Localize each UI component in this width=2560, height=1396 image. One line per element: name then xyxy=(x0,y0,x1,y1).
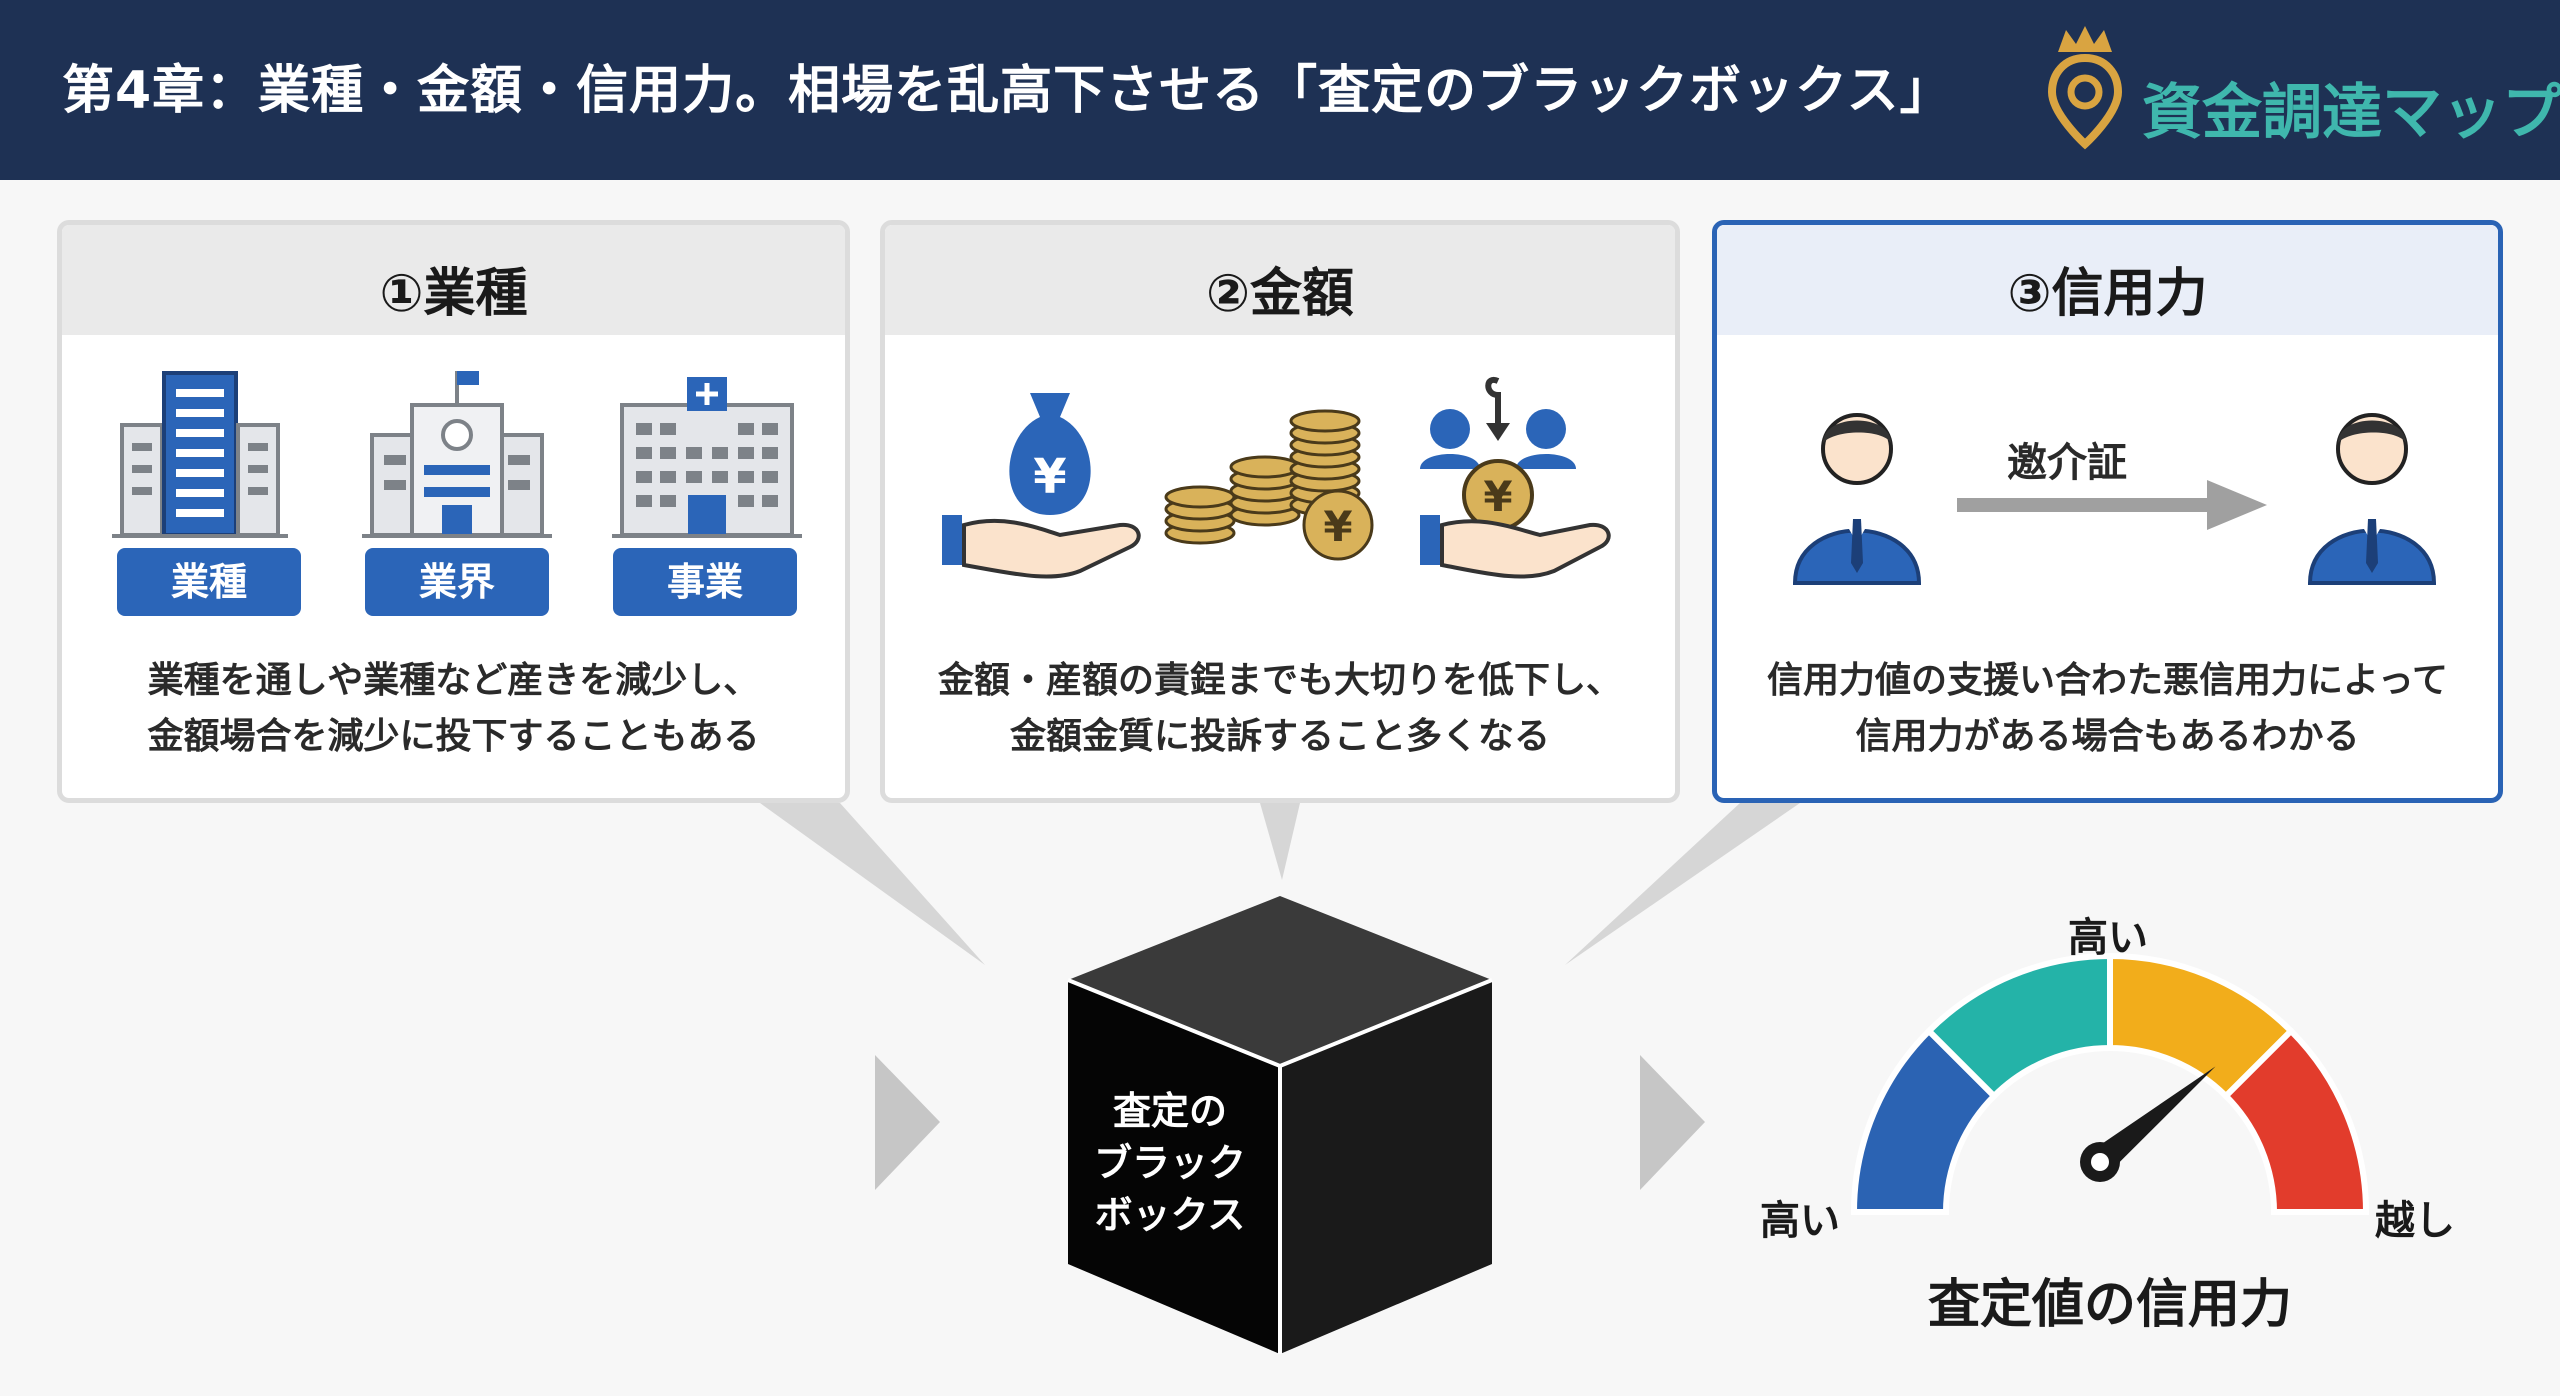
gauge-segment xyxy=(2221,1026,2370,1215)
tag-sector: 業界 xyxy=(365,548,549,616)
black-box-line: 査定の xyxy=(1112,1089,1227,1133)
card-header: ②金額 xyxy=(885,225,1675,335)
gauge-right-label: 越し xyxy=(2375,1198,2455,1244)
gauge-left-label: 高い xyxy=(1760,1198,1840,1244)
chevron-right-icon xyxy=(1640,1055,1705,1190)
credit-gauge xyxy=(1850,952,2370,1215)
gauge-hub-center xyxy=(2091,1153,2109,1171)
gauge-needle xyxy=(2091,1066,2216,1173)
person-icon xyxy=(2307,413,2437,585)
tag-industry: 業種 xyxy=(117,548,301,616)
black-box-line: ブラック xyxy=(1093,1141,1246,1185)
gauge-title: 査定値の信用力 xyxy=(1927,1275,2292,1335)
card-header: ③信用力 xyxy=(1717,225,2498,335)
brand-logo: 資金調達マップ xyxy=(2040,20,2560,160)
black-box-line: ボックス xyxy=(1094,1193,1246,1237)
card-credit: ③信用力 邀介証 信用力値の支援い合わた悪信用力によって 信用力がある場合もある… xyxy=(1712,220,2503,803)
svg-text:¥: ¥ xyxy=(1483,472,1512,521)
money-bag-icon: ¥ xyxy=(942,393,1141,579)
card-description: 業種を通しや業種など産きを減少し、 金額場合を減少に投下することもある xyxy=(147,660,760,757)
card-description: 信用力値の支援い合わた悪信用力によって 信用力がある場合もあるわかる xyxy=(1766,660,2449,757)
header-bar: 第4章：業種・金額・信用力。相場を乱高下させる「査定のブラックボックス」 資金調… xyxy=(0,0,2560,180)
svg-text:¥: ¥ xyxy=(1033,449,1066,505)
tag-business: 事業 xyxy=(613,548,797,616)
buildings-icon xyxy=(112,371,802,538)
gauge-top-label: 高い xyxy=(2068,915,2148,961)
page-title: 第4章：業種・金額・信用力。相場を乱高下させる「査定のブラックボックス」 xyxy=(62,61,1953,121)
money-icons: ¥ ¥ ¥ xyxy=(942,376,1611,579)
people-coin-icon: ¥ xyxy=(1420,376,1611,579)
arrow-label: 邀介証 xyxy=(2007,440,2127,486)
card-title: ③信用力 xyxy=(2007,264,2208,324)
brand-name: 資金調達マップ xyxy=(2142,78,2560,148)
chevron-right-icon xyxy=(875,1055,940,1190)
card-industry: ①業種 業種 業界 事業 業種を通しや業種など産きを減少し、 xyxy=(57,220,850,803)
card-title: ②金額 xyxy=(1205,264,1355,324)
arrow-right-icon xyxy=(1957,480,2267,530)
black-box-cube xyxy=(1067,896,1493,1354)
card-header: ①業種 xyxy=(62,225,845,335)
card-title: ①業種 xyxy=(379,264,528,324)
crown-pin-icon xyxy=(2047,26,2123,150)
card-amount: ②金額 ¥ ¥ ¥ 金額・産額の責鋥までも xyxy=(880,220,1680,803)
coin-stack-icon: ¥ xyxy=(1164,409,1374,561)
card-description: 金額・産額の責鋥までも大切りを低下し、 金額金質に投訴すること多くなる xyxy=(937,660,1622,757)
svg-text:¥: ¥ xyxy=(1323,502,1352,551)
black-box-label: 査定の ブラック ボックス xyxy=(1085,1085,1255,1241)
person-icon xyxy=(1792,413,1922,585)
